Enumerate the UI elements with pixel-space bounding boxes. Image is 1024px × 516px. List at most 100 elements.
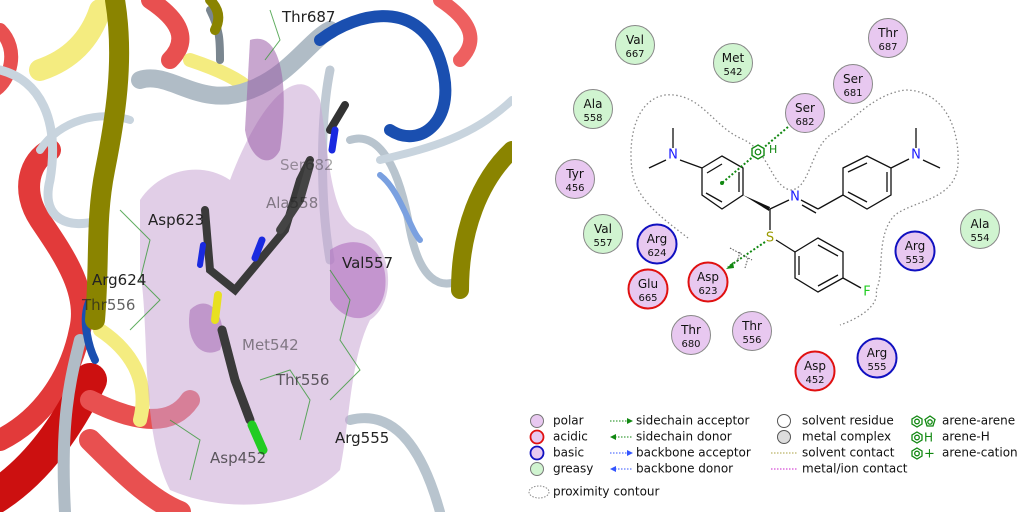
legend-interactions: sidechain acceptor sidechain donor backb… [610,414,751,476]
svg-text:basic: basic [553,446,584,460]
helix-ribbons [0,0,478,512]
svg-text:sidechain acceptor: sidechain acceptor [636,414,749,428]
residue-arg-553: Arg 553 [894,230,936,272]
residue-number: 680 [681,339,700,350]
svg-text:N: N [668,148,678,163]
residue-number: 623 [698,286,717,297]
residue-tyr-456: Tyr 456 [555,159,595,199]
residue-circle [573,89,613,129]
residue-circle [960,209,1000,249]
legend-solvent: solvent residue metal complex solvent co… [771,414,908,476]
residue-name: Ser [843,72,863,86]
residue-name: Val [626,33,644,47]
svg-text:solvent residue: solvent residue [802,414,894,428]
svg-text:metal/ion contact: metal/ion contact [802,462,908,476]
solvent-residue-icon [777,414,791,428]
residue-circle [732,311,772,351]
svg-text:N: N [911,148,921,163]
residue-number: 665 [638,293,657,304]
residue-name: Arg [905,239,926,253]
residue-number: 557 [593,238,612,249]
residue-val-667: Val 667 [615,25,655,65]
arene-arene-icon [911,415,936,428]
svg-text:Ala558: Ala558 [266,194,318,212]
residue-ala-558: Ala558 [573,89,613,129]
residue-circle [687,261,729,303]
residue-circle [713,43,753,83]
residue-circle [583,214,623,254]
svg-text:proximity contour: proximity contour [553,485,660,499]
residue-number: 553 [905,255,924,266]
residue-number: 687 [878,42,897,53]
svg-text:Thr687: Thr687 [281,8,335,26]
residue-ser-682: Ser682 [785,93,825,133]
residue-name: Thr [741,319,762,333]
legend-residue-types: polar acidic basic greasy [529,414,593,476]
ligand-structure: N N N S F [648,128,941,300]
proximity-contour-icon [528,485,550,499]
residue-name: Met [722,51,745,65]
svg-text:backbone donor: backbone donor [636,462,733,476]
svg-text:Ser682: Ser682 [280,156,334,174]
svg-text:Thr556: Thr556 [81,296,135,314]
acidic-swatch-icon [529,429,545,445]
svg-text:Asp623: Asp623 [148,211,204,229]
svg-text:Met542: Met542 [242,336,299,354]
residue-name: Arg [647,232,668,246]
residue-number: 456 [565,183,584,194]
residue-circle [671,315,711,355]
svg-text:polar: polar [553,414,584,428]
residue-asp-452: Asp 452 [794,350,836,392]
greasy-swatch-icon [530,462,544,476]
arene-h-interaction: H [720,126,789,185]
metal-complex-icon [777,430,791,444]
legend-contour: proximity contour [528,485,660,499]
residue-name: Thr [680,323,701,337]
svg-text:N: N [790,190,800,205]
residue-circle [785,93,825,133]
svg-text:arene-H: arene-H [942,430,990,444]
residue-arg-555: Arg555 [856,337,898,379]
residue-circle [868,18,908,58]
residue-name: Glu [638,277,658,291]
residue-name: Tyr [565,167,584,181]
svg-text:Val557: Val557 [342,254,393,272]
svg-text:arene-arene: arene-arene [942,414,1015,428]
svg-text:F: F [863,285,870,300]
svg-text:Thr556: Thr556 [275,371,329,389]
residue-number: 558 [583,113,602,124]
sidechain-donor-arrow-icon [610,434,616,440]
residue-number: 555 [867,362,886,373]
residue-name: Ala [971,217,990,231]
residue-glu-665: Glu 665 [627,268,669,310]
residue-labels-3d: Thr687 Asp623 Arg624 Thr556 Val557 Met54… [81,8,393,467]
sidechain-acceptor-interaction [726,241,766,269]
proximity-contour [630,89,959,326]
residue-asp-623: Asp 623 [687,261,729,303]
arene-h-legend-icon: H [911,431,933,445]
residue-circle [627,268,669,310]
residue-thr-556: Thr556 [732,311,772,351]
residue-met-542: Met542 [713,43,753,83]
arene-cation-icon: + [911,447,935,462]
backbone-acceptor-arrow-icon [627,450,633,456]
residue-arg-624: Arg624 [636,223,678,265]
residue-circle [794,350,836,392]
svg-text:+: + [924,447,935,462]
svg-text:Arg555: Arg555 [335,429,389,447]
residue-number: 452 [805,375,824,386]
residue-name: Asp [697,270,719,284]
residue-circle [894,230,936,272]
residue-sticks [119,9,361,481]
residue-name: Val [594,222,612,236]
residue-name: Asp [804,359,826,373]
residue-number: 667 [625,49,644,60]
olive-ribbons [85,0,512,330]
residue-name: Thr [877,26,898,40]
arene-h-icon: H [751,143,777,160]
residue-val-557: Val 557 [583,214,623,254]
